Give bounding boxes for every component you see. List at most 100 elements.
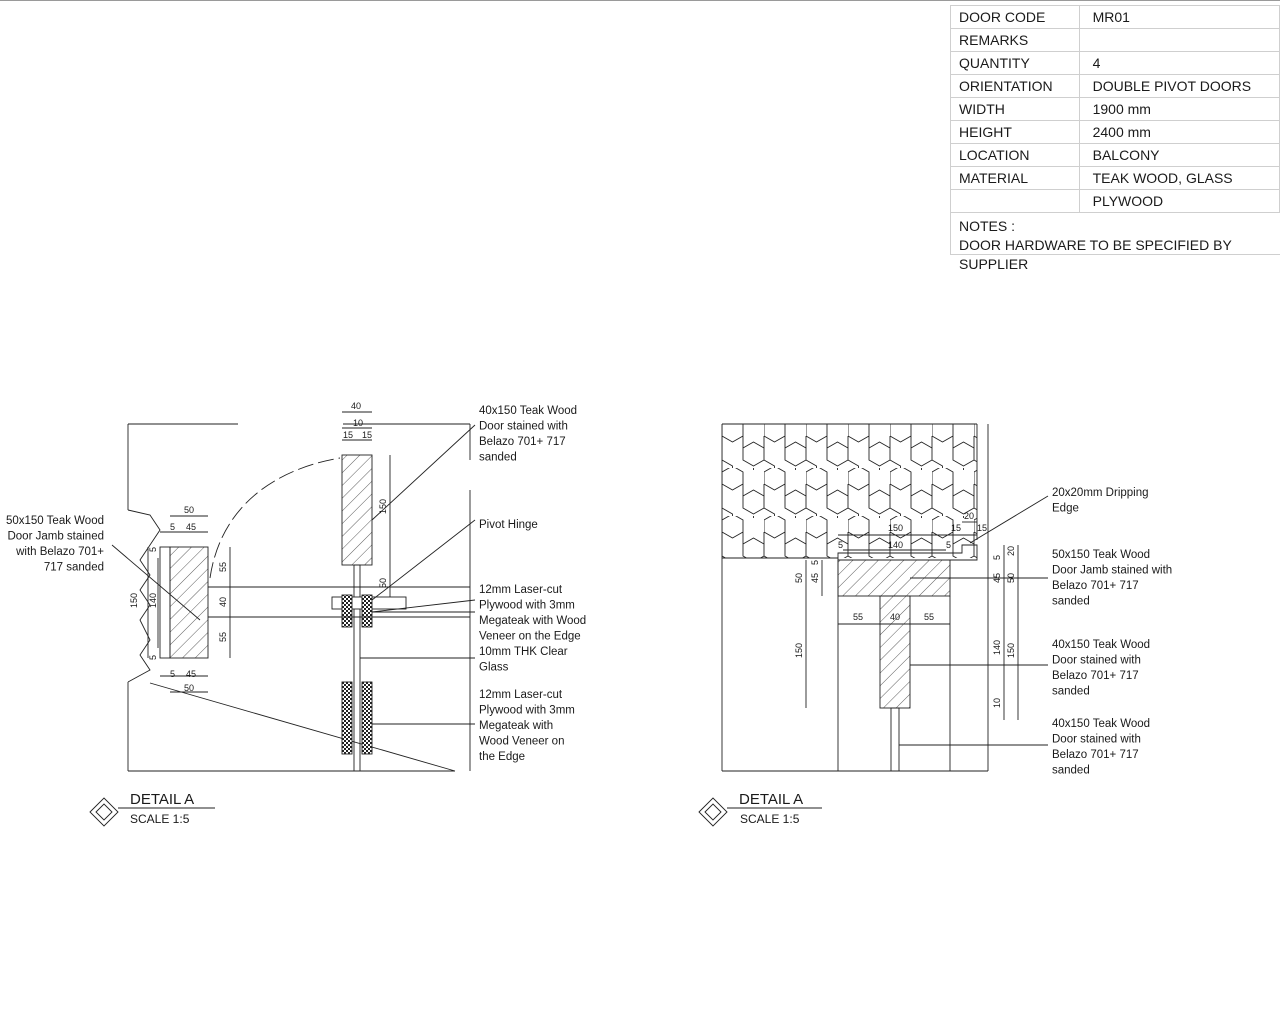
schedule-row: REMARKS [950, 28, 1280, 52]
schedule-key: MATERIAL [950, 166, 1080, 190]
dim: 45 [992, 573, 1002, 583]
dim: 140 [888, 540, 903, 550]
schedule-key: HEIGHT [950, 120, 1080, 144]
dim: 5 [946, 540, 951, 550]
label-line: Belazo 701+ 717 [479, 436, 566, 448]
label-line: Plywood with 3mm [479, 600, 575, 612]
label-line: 12mm Laser-cut [479, 584, 563, 596]
label-line: 10mm THK Clear [479, 646, 568, 658]
dim: 5 [992, 555, 1002, 560]
label-line: sanded [1052, 596, 1090, 608]
label-pivot-hinge: Pivot Hinge [479, 519, 538, 531]
notes-text: DOOR HARDWARE TO BE SPECIFIED BY SUPPLIE… [959, 237, 1232, 272]
dim: 5 [838, 540, 843, 550]
label-line: Belazo 701+ 717 [1052, 670, 1139, 682]
dim: 10 [353, 418, 363, 428]
dim: 40 [218, 597, 228, 607]
label-line: Plywood with 3mm [479, 705, 575, 717]
label-line: the Edge [479, 751, 525, 763]
schedule-value: DOUBLE PIVOT DOORS [1078, 74, 1280, 98]
dim: 5 [810, 560, 820, 565]
label-line: Door stained with [1052, 655, 1141, 667]
right-dims: 150 140 5 5 15 15 20 50 5 45 55 40 55 15… [794, 511, 1016, 708]
label-line: Edge [1052, 503, 1079, 515]
dim: 55 [853, 612, 863, 622]
dim: 5 [170, 669, 175, 679]
dim: 55 [218, 632, 228, 642]
label-line: 40x150 Teak Wood [1052, 639, 1150, 651]
dim: 5 [148, 547, 158, 552]
label-line: Door stained with [479, 421, 568, 433]
label-line: 20x20mm Dripping [1052, 487, 1149, 499]
schedule-value [1078, 28, 1280, 52]
label-line: sanded [479, 452, 517, 464]
dim: 15 [951, 523, 961, 533]
label-line: Door Jamb stained [7, 531, 104, 543]
dim: 20 [1006, 546, 1016, 556]
schedule-notes: NOTES : DOOR HARDWARE TO BE SPECIFIED BY… [950, 212, 1280, 272]
dim: 15 [343, 430, 353, 440]
dim: 20 [964, 511, 974, 521]
detail-title-left: DETAIL A [130, 791, 194, 808]
dim: 50 [184, 683, 194, 693]
dim: 15 [977, 523, 987, 533]
dim: 150 [888, 523, 903, 533]
dim: 150 [129, 593, 139, 608]
label-line: with Belazo 701+ [15, 546, 104, 558]
dim: 140 [992, 640, 1002, 655]
schedule-value: MR01 [1078, 5, 1280, 29]
top-border-line [0, 0, 1280, 1]
label-line: Belazo 701+ 717 [1052, 749, 1139, 761]
label-line: Megateak with Wood [479, 615, 586, 627]
schedule-key: QUANTITY [950, 51, 1080, 75]
dim: 45 [186, 669, 196, 679]
dim: 50 [378, 578, 388, 588]
schedule-key: WIDTH [950, 97, 1080, 121]
schedule-key: REMARKS [950, 28, 1080, 52]
label-line: 12mm Laser-cut [479, 689, 563, 701]
dim: 140 [148, 593, 158, 608]
detail-scale-right: SCALE 1:5 [740, 812, 800, 826]
right-detail [698, 423, 1049, 827]
dim: 50 [1006, 573, 1016, 583]
label-line: Belazo 701+ 717 [1052, 580, 1139, 592]
notes-label: NOTES : [959, 218, 1016, 234]
dim: 55 [924, 612, 934, 622]
label-line: 50x150 Teak Wood [6, 515, 104, 527]
left-dims: 40 10 15 15 150 50 50 5 45 5 150 140 5 5… [129, 401, 388, 693]
schedule-value: BALCONY [1078, 143, 1280, 167]
dim: 50 [184, 505, 194, 515]
dim: 45 [810, 573, 820, 583]
dim: 45 [186, 522, 196, 532]
schedule-key [950, 189, 1080, 213]
dim: 150 [1006, 643, 1016, 658]
dim: 40 [351, 401, 361, 411]
detail-title-right: DETAIL A [739, 791, 803, 808]
dim: 50 [794, 573, 804, 583]
dim: 15 [362, 430, 372, 440]
left-detail [89, 411, 476, 827]
label-line: Door stained with [1052, 734, 1141, 746]
schedule-key: DOOR CODE [950, 5, 1080, 29]
detail-scale-left: SCALE 1:5 [130, 812, 190, 826]
label-line: Wood Veneer on [479, 736, 564, 748]
label-line: Glass [479, 662, 509, 674]
dim: 40 [890, 612, 900, 622]
